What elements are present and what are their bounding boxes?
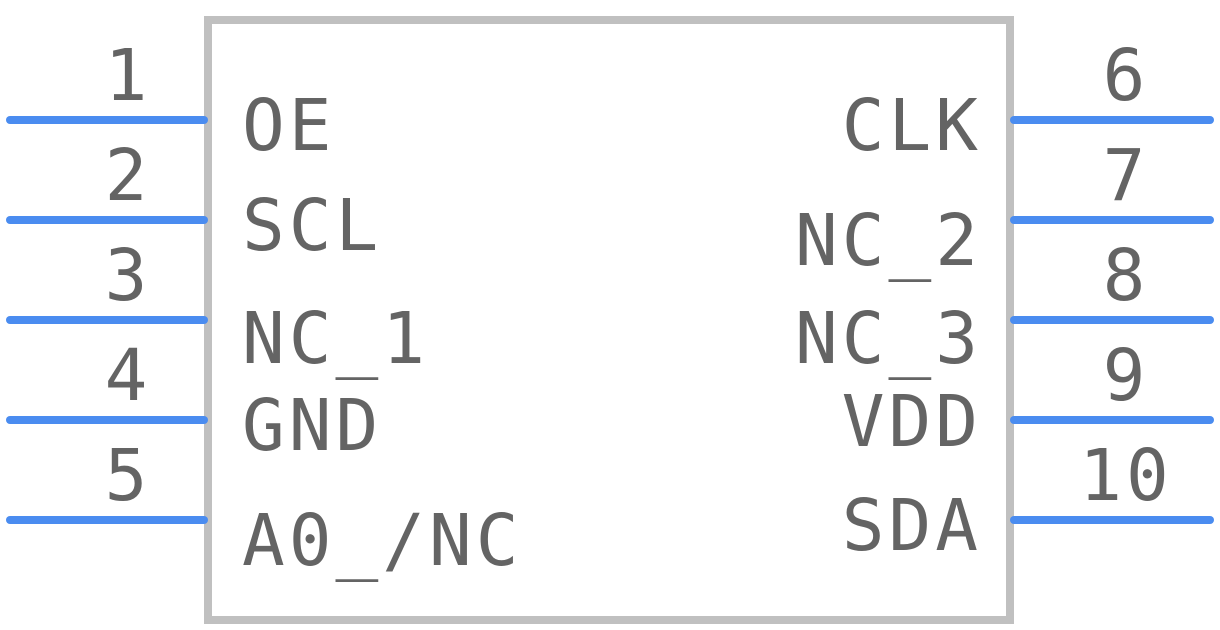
pin-4-label: GND <box>242 384 382 467</box>
pin-5-number: 5 <box>105 434 152 517</box>
pin-1-label: OE <box>242 84 336 167</box>
pin-5-label: A0_/NC <box>242 499 522 582</box>
pin-7-label: NC_2 <box>795 199 982 282</box>
ic-body <box>204 16 1014 624</box>
pin-8-label: NC_3 <box>795 297 982 380</box>
pin-8-number: 8 <box>1103 234 1150 317</box>
pin-9-label: VDD <box>842 380 982 463</box>
pin-3-number: 3 <box>105 234 152 317</box>
pin-2-number: 2 <box>105 134 152 217</box>
pin-10-label: SDA <box>842 484 982 567</box>
pin-2-label: SCL <box>242 184 382 267</box>
pin-3-label: NC_1 <box>242 297 429 380</box>
pin-10-number: 10 <box>1079 434 1173 517</box>
pin-6-number: 6 <box>1103 34 1150 117</box>
pin-6-label: CLK <box>842 84 982 167</box>
pin-1-number: 1 <box>105 34 152 117</box>
pin-4-number: 4 <box>105 334 152 417</box>
pin-7-number: 7 <box>1103 134 1150 217</box>
pin-9-number: 9 <box>1103 334 1150 417</box>
